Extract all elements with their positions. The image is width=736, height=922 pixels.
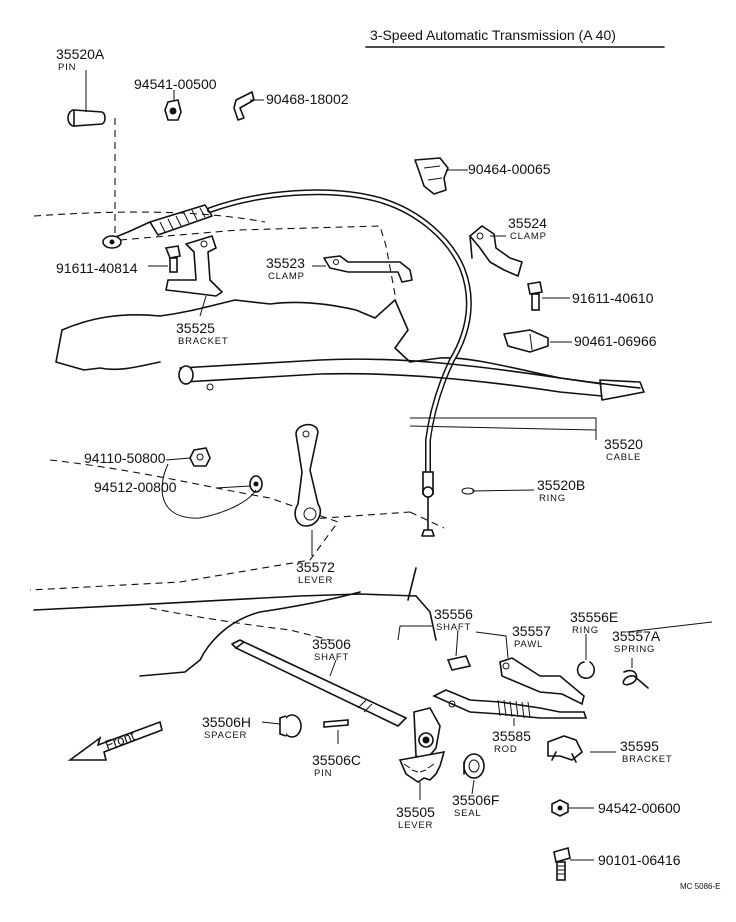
rod-35585-icon bbox=[432, 689, 588, 719]
part-number-35520b: 35520B bbox=[537, 477, 585, 493]
front-arrow: Front bbox=[67, 720, 163, 761]
part-name-35524: CLAMP bbox=[510, 231, 547, 242]
part-number-91611-40814: 91611-40814 bbox=[56, 260, 138, 276]
bracket-35525-icon bbox=[165, 235, 223, 297]
part-name-35520b: RING bbox=[539, 493, 566, 504]
part-name-35520a: PIN bbox=[58, 62, 76, 73]
leader-lines bbox=[85, 70, 713, 861]
bolt-90101-icon bbox=[553, 846, 571, 881]
part-number-94541-00500: 94541-00500 bbox=[134, 76, 217, 92]
part-number-35556: 35556 bbox=[434, 606, 473, 622]
part-name-35505: LEVER bbox=[398, 820, 433, 831]
part-name-35595: BRACKET bbox=[622, 754, 672, 765]
pin-35520A-icon bbox=[67, 109, 106, 127]
part-name-35506c: PIN bbox=[314, 768, 332, 779]
part-name-35506: SHAFT bbox=[314, 652, 349, 663]
part-name-35572: LEVER bbox=[298, 575, 333, 586]
nut-94542-icon bbox=[551, 799, 569, 817]
part-name-35556e: RING bbox=[572, 625, 599, 636]
lever-35505-icon bbox=[398, 707, 446, 783]
transmission-case-outline bbox=[29, 118, 641, 677]
part-name-35557a: SPRING bbox=[614, 644, 655, 655]
part-name-35523: CLAMP bbox=[268, 271, 305, 282]
part-number-35520a: 35520A bbox=[56, 46, 105, 62]
nut-94110-icon bbox=[189, 447, 211, 467]
pin-35506C-icon bbox=[323, 719, 349, 728]
part-name-35506h: SPACER bbox=[204, 730, 247, 741]
part-number-35505: 35505 bbox=[396, 804, 435, 820]
part-name-35556: SHAFT bbox=[436, 622, 471, 633]
part-number-35572: 35572 bbox=[296, 559, 335, 575]
part-number-90461-06966: 90461-06966 bbox=[574, 333, 657, 349]
seal-35506F-icon bbox=[463, 753, 485, 779]
part-number-35523: 35523 bbox=[266, 255, 305, 271]
catalog-stamp: MC 5086-E bbox=[680, 882, 720, 891]
part-number-35557: 35557 bbox=[512, 623, 551, 639]
ring-35556E-icon bbox=[576, 661, 596, 679]
part-number-35557a: 35557A bbox=[612, 628, 661, 644]
diagram-title: 3-Speed Automatic Transmission (A 40) bbox=[370, 27, 616, 43]
part-number-91611-40610: 91611-40610 bbox=[572, 290, 654, 306]
part-number-94512-00800: 94512-00800 bbox=[94, 479, 177, 495]
part-number-35525: 35525 bbox=[176, 320, 215, 336]
part-labels: 35520APIN94541-0050090468-1800290464-000… bbox=[56, 46, 681, 868]
pawl-35557-icon bbox=[499, 657, 585, 706]
spacer-35506H-icon bbox=[279, 714, 302, 738]
part-name-35557: PAWL bbox=[514, 639, 543, 650]
part-name-35585: ROD bbox=[494, 744, 518, 755]
washer-94512-icon bbox=[249, 475, 263, 493]
lever-35572-icon bbox=[294, 423, 322, 527]
part-name-35506f: SEAL bbox=[454, 808, 482, 819]
bracket-35595-icon bbox=[547, 735, 584, 763]
part-number-35506: 35506 bbox=[312, 636, 351, 652]
clamp-35523-icon bbox=[323, 255, 413, 283]
part-number-35524: 35524 bbox=[508, 215, 547, 231]
nut-94541-icon bbox=[164, 99, 182, 121]
part-number-94542-00600: 94542-00600 bbox=[598, 800, 681, 816]
cable-35520-drawing bbox=[102, 189, 472, 537]
part-number-90468-18002: 90468-18002 bbox=[266, 91, 349, 107]
part-number-90464-00065: 90464-00065 bbox=[468, 161, 551, 177]
part-name-35520: CABLE bbox=[606, 452, 641, 463]
clip-90468-icon bbox=[233, 91, 255, 121]
bolt-91611-40814-icon bbox=[164, 245, 181, 273]
part-number-35506c: 35506C bbox=[312, 752, 361, 768]
front-arrow-label: Front bbox=[103, 728, 137, 753]
part-number-35585: 35585 bbox=[492, 728, 531, 744]
part-number-35520: 35520 bbox=[604, 436, 643, 452]
part-name-35525: BRACKET bbox=[178, 336, 228, 347]
part-number-35556e: 35556E bbox=[570, 609, 618, 625]
bolt-91611-40610-icon bbox=[527, 281, 543, 311]
spring-35557A-icon bbox=[622, 669, 649, 689]
part-number-35506h: 35506H bbox=[202, 714, 251, 730]
clamp-90464-icon bbox=[414, 157, 449, 195]
part-number-90101-06416: 90101-06416 bbox=[598, 852, 681, 868]
part-number-94110-50800: 94110-50800 bbox=[84, 450, 166, 466]
clamp-90461-icon bbox=[503, 329, 549, 353]
shaft-35556-icon bbox=[446, 655, 472, 671]
part-number-35595: 35595 bbox=[620, 738, 659, 754]
shaft-35506-icon bbox=[231, 639, 408, 727]
clamp-35524-icon bbox=[469, 225, 523, 277]
part-number-35506f: 35506F bbox=[452, 792, 499, 808]
control-rod-drawing bbox=[178, 358, 645, 401]
